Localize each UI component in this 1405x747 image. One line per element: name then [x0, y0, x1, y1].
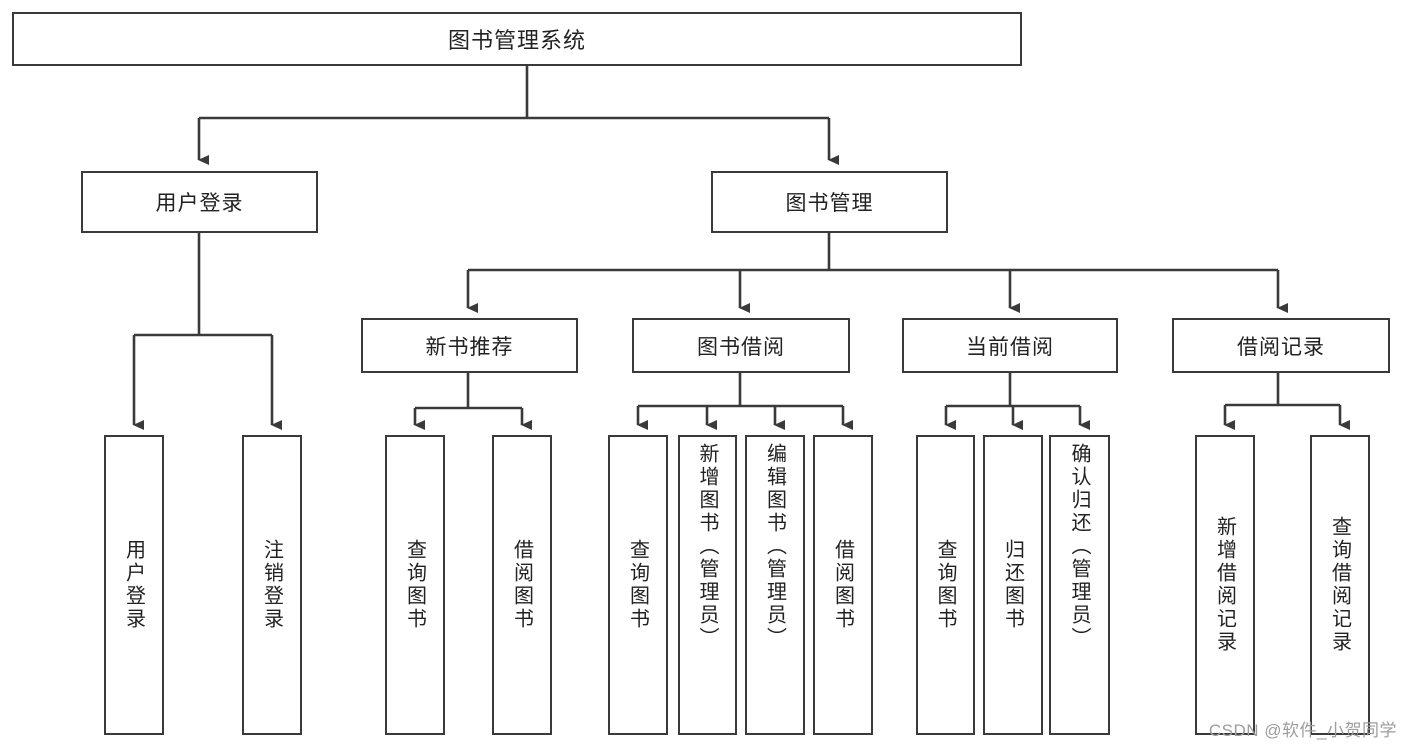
leaf-confirm-return-admin[interactable]: 确认归还（管理员）: [1049, 435, 1110, 735]
node-book-management[interactable]: 图书管理: [711, 171, 948, 233]
leaf-logout[interactable]: 注销登录: [242, 435, 302, 735]
node-book-borrow[interactable]: 图书借阅: [632, 318, 850, 373]
leaf-return-book[interactable]: 归还图书: [983, 435, 1043, 735]
leaf-edit-book-admin[interactable]: 编辑图书（管理员）: [745, 435, 805, 735]
watermark: CSDN @软件_小贺同学: [1208, 721, 1397, 740]
node-root-system[interactable]: 图书管理系统: [12, 12, 1022, 66]
node-borrow-records[interactable]: 借阅记录: [1172, 318, 1390, 373]
node-new-book-recommend[interactable]: 新书推荐: [361, 318, 578, 373]
leaf-add-borrow-record[interactable]: 新增借阅记录: [1195, 435, 1255, 735]
leaf-query-book[interactable]: 查询图书: [608, 435, 668, 735]
leaf-add-book-admin[interactable]: 新增图书（管理员）: [678, 435, 737, 735]
leaf-query-book-current[interactable]: 查询图书: [916, 435, 975, 735]
leaf-borrow-book-new[interactable]: 借阅图书: [492, 435, 552, 735]
leaf-borrow-book[interactable]: 借阅图书: [813, 435, 873, 735]
node-current-borrow[interactable]: 当前借阅: [902, 318, 1118, 373]
leaf-user-login[interactable]: 用户登录: [104, 435, 164, 735]
leaf-query-book-new[interactable]: 查询图书: [385, 435, 445, 735]
leaf-query-borrow-record[interactable]: 查询借阅记录: [1310, 435, 1370, 735]
node-user-login[interactable]: 用户登录: [81, 171, 318, 233]
